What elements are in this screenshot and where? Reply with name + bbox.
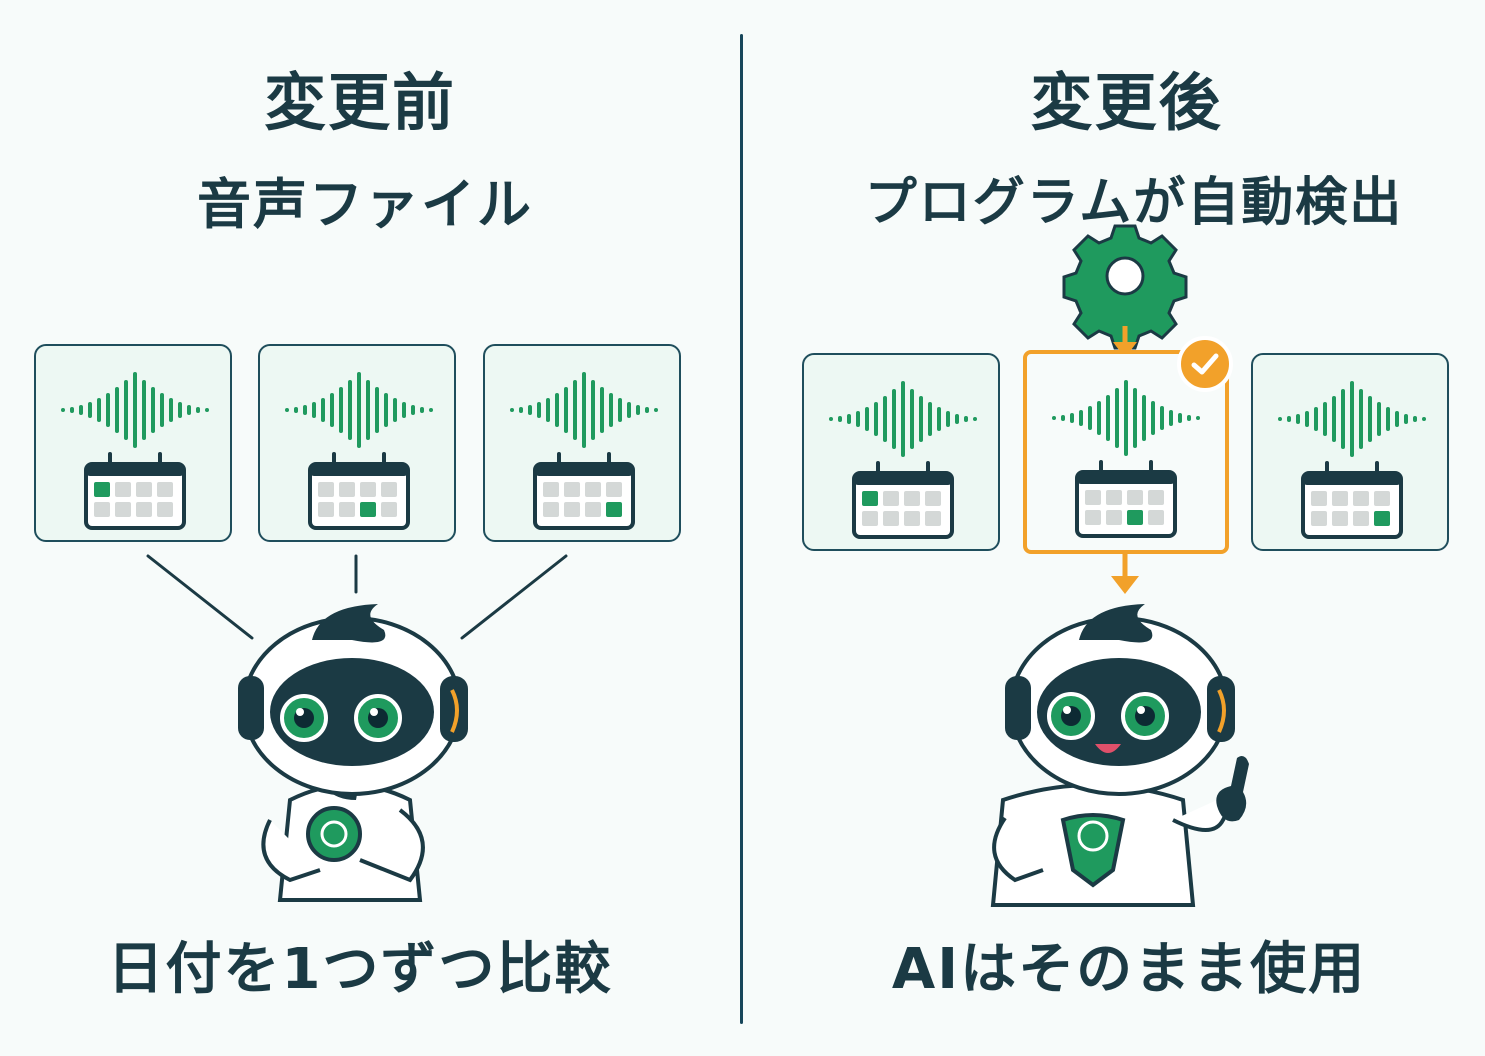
robot-mascot-thinking bbox=[238, 604, 468, 902]
before-subtitle: 音声ファイル bbox=[197, 173, 533, 236]
audio-waveform-icon bbox=[510, 372, 658, 448]
audio-file-card-1 bbox=[34, 344, 232, 542]
before-footer: 日付を1つずつ比較 bbox=[107, 937, 613, 1002]
check-badge-icon bbox=[1177, 336, 1233, 392]
audio-file-card-3 bbox=[483, 344, 681, 542]
before-illustration bbox=[146, 554, 568, 902]
after-panel: 変更後 プログラムが自動検出 bbox=[743, 0, 1485, 1056]
before-panel: 変更前 音声ファイル bbox=[0, 0, 740, 1056]
audio-waveform-icon bbox=[61, 372, 209, 448]
calendar-icon bbox=[1075, 460, 1177, 538]
audio-waveform-icon bbox=[829, 381, 977, 457]
check-icon bbox=[1191, 353, 1219, 375]
calendar-icon bbox=[533, 452, 635, 530]
audio-waveform-icon bbox=[1278, 381, 1426, 457]
calendar-icon bbox=[852, 461, 954, 539]
after-title: 変更後 bbox=[1030, 66, 1223, 139]
after-illustration bbox=[990, 224, 1249, 907]
after-footer: AIはそのまま使用 bbox=[891, 937, 1367, 1002]
calendar-icon bbox=[308, 452, 410, 530]
calendar-icon bbox=[1301, 461, 1403, 539]
audio-file-card-5 bbox=[1251, 353, 1449, 551]
audio-waveform-icon bbox=[1052, 380, 1200, 456]
gear-icon bbox=[1062, 224, 1188, 350]
calendar-icon bbox=[84, 452, 186, 530]
panel-divider bbox=[740, 34, 743, 1024]
robot-mascot-happy bbox=[990, 604, 1249, 907]
connector-lines bbox=[146, 554, 568, 640]
audio-file-card-4 bbox=[802, 353, 1000, 551]
audio-waveform-icon bbox=[285, 372, 433, 448]
after-subtitle: プログラムが自動検出 bbox=[864, 173, 1404, 233]
audio-file-card-2 bbox=[258, 344, 456, 542]
before-title: 変更前 bbox=[263, 66, 456, 139]
